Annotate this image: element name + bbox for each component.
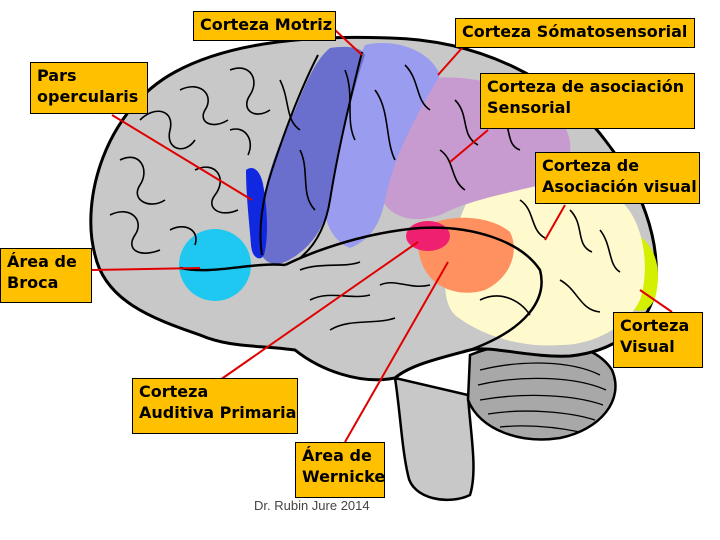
central-sulcus — [299, 51, 363, 259]
broca-area-region — [179, 229, 251, 301]
credit-text: Dr. Rubin Jure 2014 — [254, 498, 370, 513]
brain-stem — [393, 376, 475, 502]
label-somatosensory-cortex: Corteza Sómatosensorial — [455, 18, 695, 48]
sylvian-fissure — [179, 263, 286, 272]
label-sensory-association-cortex: Corteza de asociación Sensorial — [480, 73, 695, 129]
motor-region — [259, 46, 365, 264]
leader-line-visual-cortex — [639, 289, 673, 313]
label-broca-area: Área de Broca — [0, 248, 92, 303]
label-pars-opercularis: Pars opercularis — [30, 62, 148, 114]
leader-line-sensory-association — [449, 129, 489, 163]
precentral-sulcus — [259, 54, 319, 256]
pars-opercularis-region — [246, 168, 267, 259]
leader-line-auditory — [219, 241, 419, 381]
leader-line-visual-association — [544, 204, 566, 241]
label-visual-cortex: Corteza Visual — [613, 312, 703, 368]
leader-line-wernicke — [344, 261, 449, 443]
leader-line-somatosensory — [437, 47, 463, 76]
label-wernicke-area: Área de Wernicke — [295, 442, 385, 498]
cerebellum-folia — [477, 362, 607, 433]
label-auditory-cortex: Corteza Auditiva Primaria — [132, 378, 298, 434]
temporal-lobe-outline — [284, 226, 543, 379]
visual-association-region — [445, 177, 645, 346]
leader-lines — [91, 29, 673, 443]
label-visual-association-cortex: Corteza de Asociación visual — [535, 152, 700, 204]
leader-line-pars-opercularis — [111, 114, 253, 201]
leader-line-motor — [334, 29, 363, 56]
leader-line-broca — [91, 267, 201, 271]
label-motor-cortex: Corteza Motriz — [193, 11, 336, 41]
